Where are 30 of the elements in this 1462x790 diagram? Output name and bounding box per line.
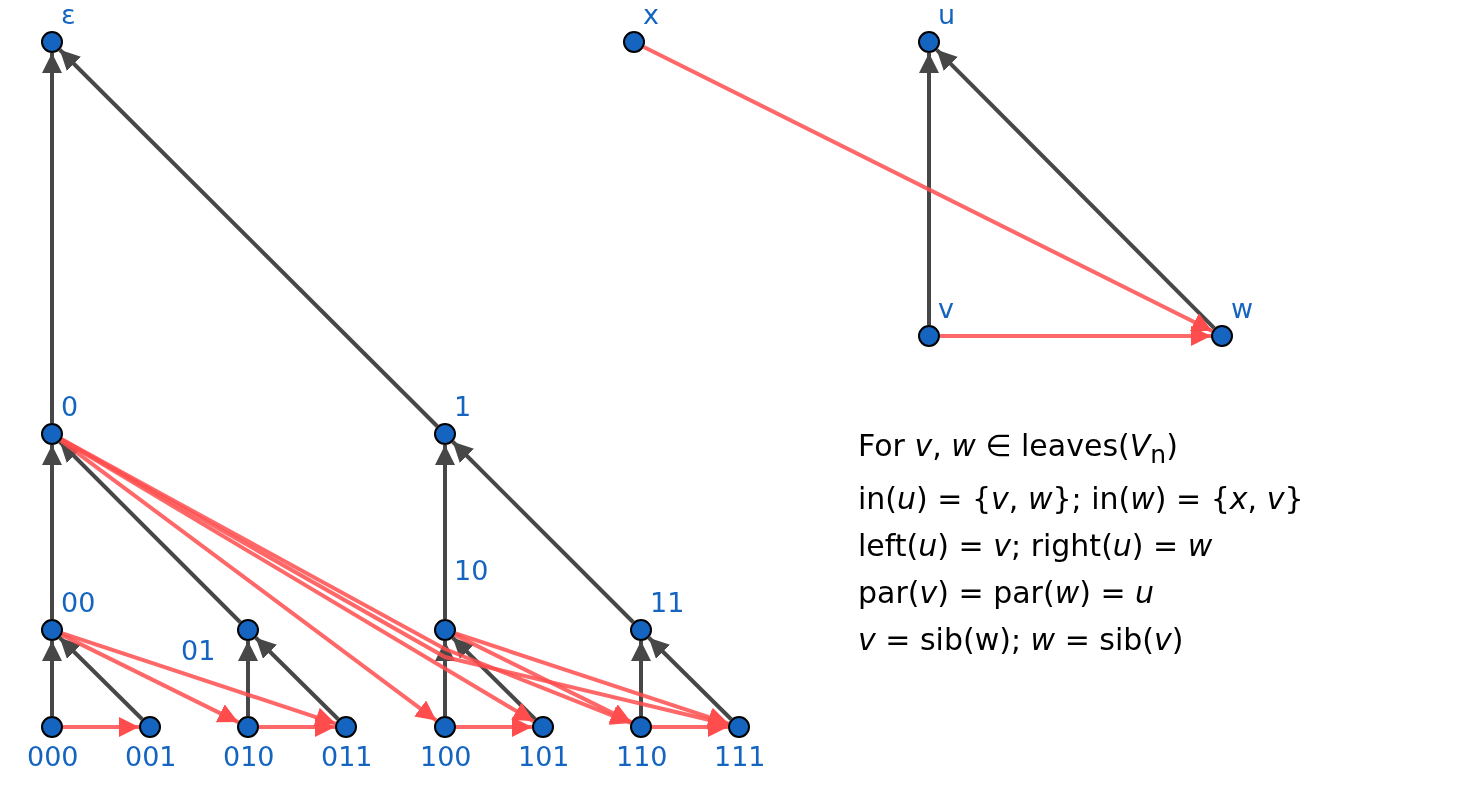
arrow [451,636,537,721]
arrow [238,641,258,716]
arrow [60,633,240,724]
arrow [254,636,340,721]
arrow [42,641,62,716]
formula-line: par(v) = par(w) = u [858,575,1156,610]
arrow [453,633,633,724]
arrow [642,45,1214,333]
arrow [456,717,532,737]
arrow [42,445,62,619]
arrow [940,326,1211,346]
arrow [935,48,1216,330]
arrow [451,440,635,624]
formula-line: v = sib(w); w = sib(v) [858,622,1185,657]
formula-line: in(u) = {v, w}; in(w) = {x, v} [858,481,1304,516]
arrow [259,717,335,737]
arrow [58,48,439,428]
arrow [454,631,730,727]
arrow [919,53,939,325]
arrow [58,440,242,624]
arrow [61,631,337,727]
arrow [647,636,733,721]
arrow [58,636,144,721]
arrow [435,445,455,619]
arrow [42,53,62,423]
arrow [631,641,651,716]
formula-line: left(u) = v; right(u) = w [858,528,1214,563]
arrow [63,717,139,737]
formula-line: For v, w ∈ leaves(V$_{n}$) [858,428,1179,469]
arrow [435,641,455,716]
